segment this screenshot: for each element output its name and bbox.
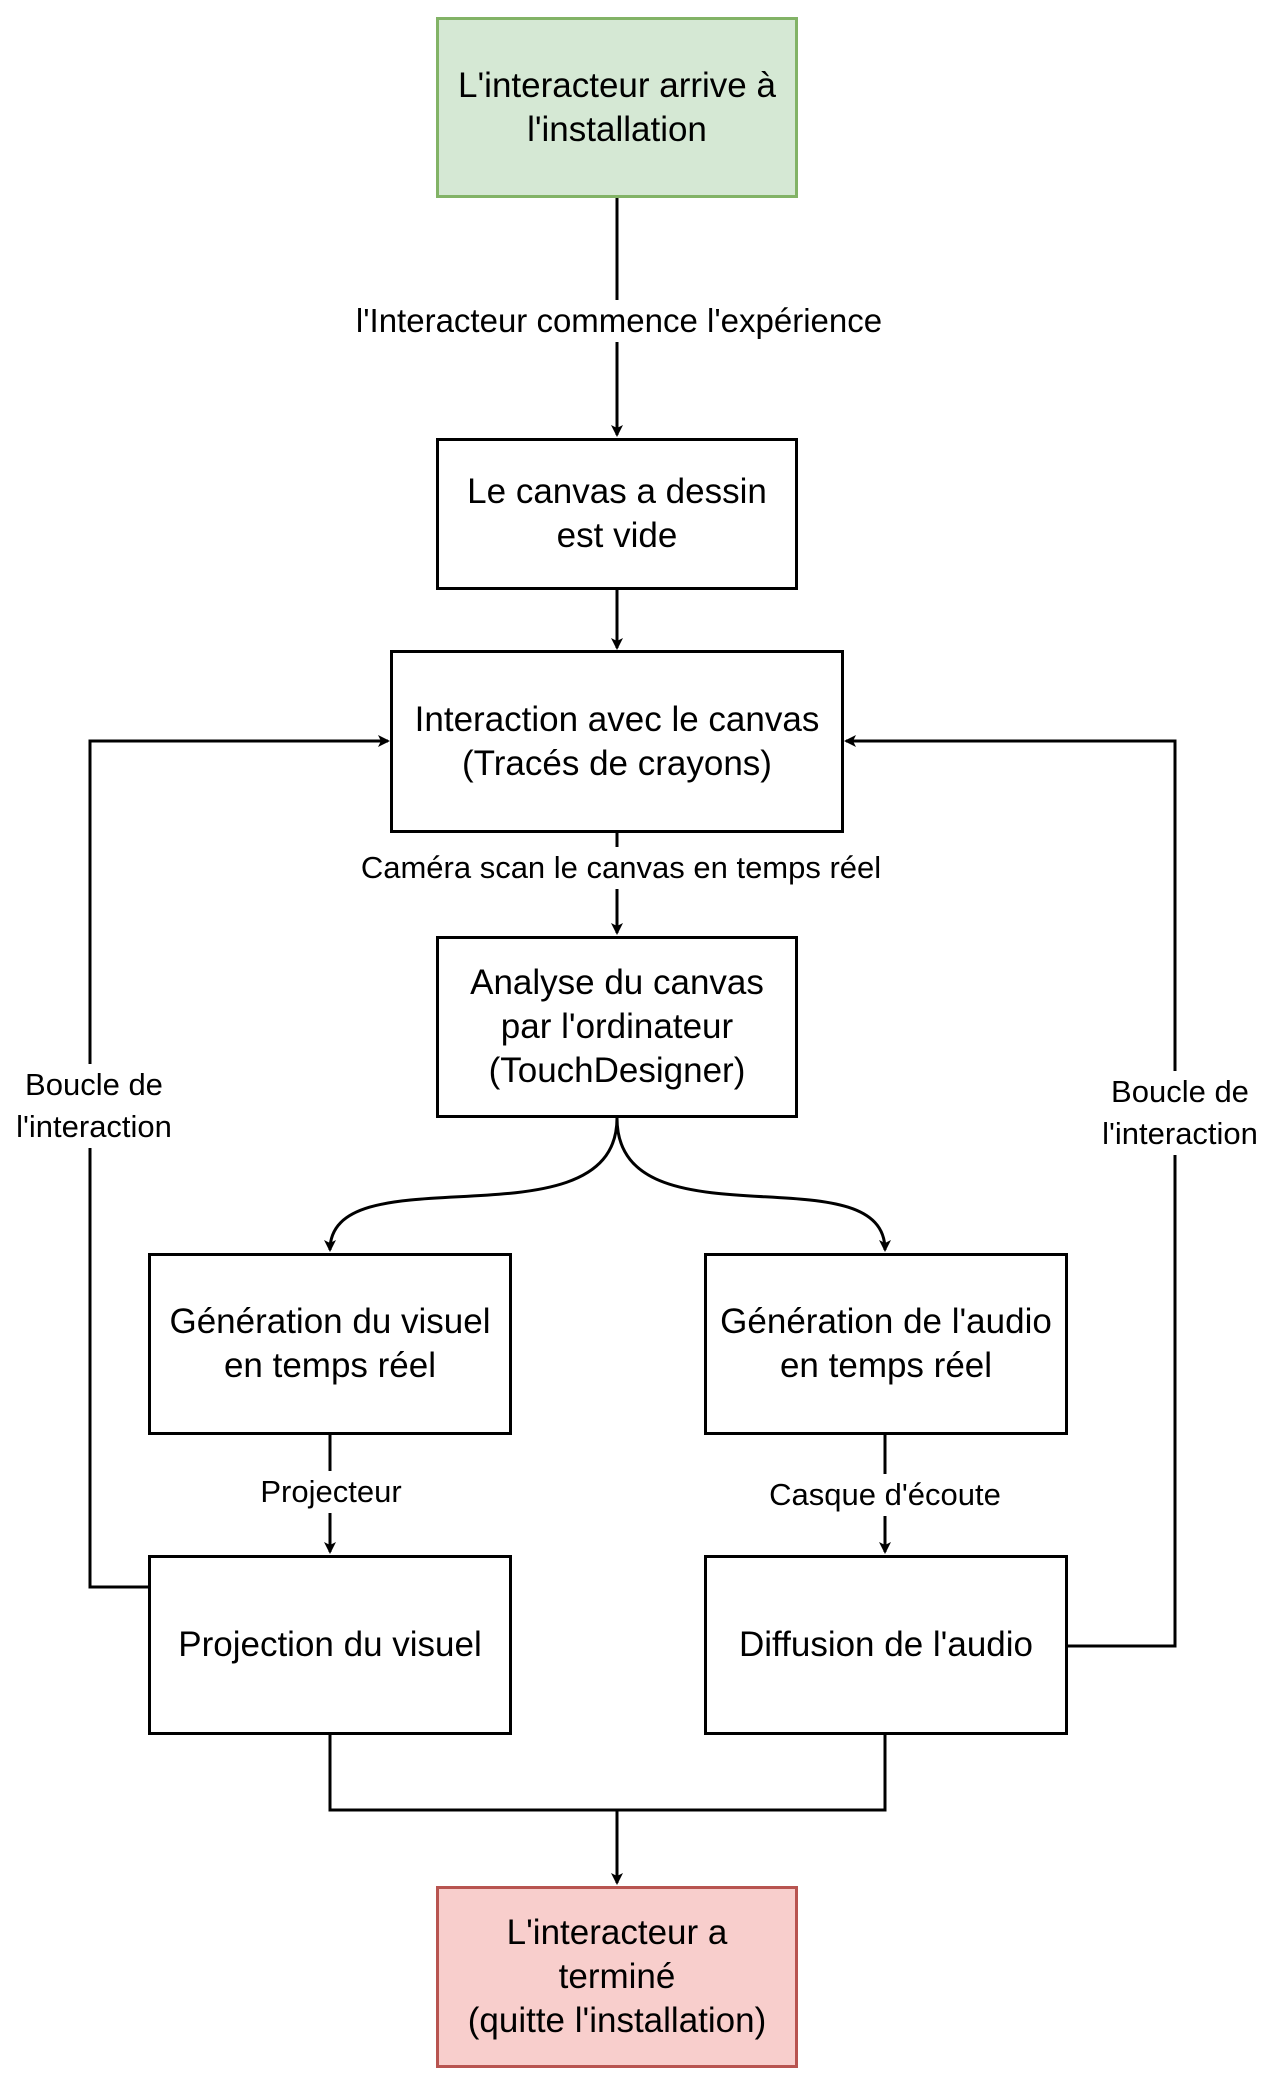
label-loop-left: Boucle de l'interaction (14, 1064, 174, 1148)
edge-loop-right (844, 735, 1177, 1648)
label-start-experience: l'Interacteur commence l'expérience (353, 300, 885, 342)
node-gen-audio: Génération de l'audio en temps réel (704, 1253, 1068, 1435)
node-analysis: Analyse du canvas par l'ordinateur (Touc… (436, 936, 798, 1118)
edge-analysis-to-gen-audio (615, 1117, 891, 1252)
node-canvas-empty: Le canvas a dessin est vide (436, 438, 798, 590)
node-start: L'interacteur arrive à l'installation (436, 17, 798, 198)
node-diffusion: Diffusion de l'audio (704, 1555, 1068, 1735)
label-projector: Projecteur (258, 1471, 404, 1513)
edge-loop-left (88, 735, 390, 1589)
label-loop-right: Boucle de l'interaction (1100, 1071, 1260, 1155)
label-camera-scan: Caméra scan le canvas en temps réel (358, 847, 884, 889)
edge-analysis-to-gen-visual (324, 1117, 619, 1252)
edge-outputs-to-end (328, 1735, 887, 1883)
node-end: L'interacteur a terminé (quitte l'instal… (436, 1886, 798, 2068)
node-interaction: Interaction avec le canvas (Tracés de cr… (390, 650, 844, 833)
node-projection: Projection du visuel (148, 1555, 512, 1735)
label-headphones: Casque d'écoute (767, 1474, 1003, 1516)
node-gen-visual: Génération du visuel en temps réel (148, 1253, 512, 1435)
